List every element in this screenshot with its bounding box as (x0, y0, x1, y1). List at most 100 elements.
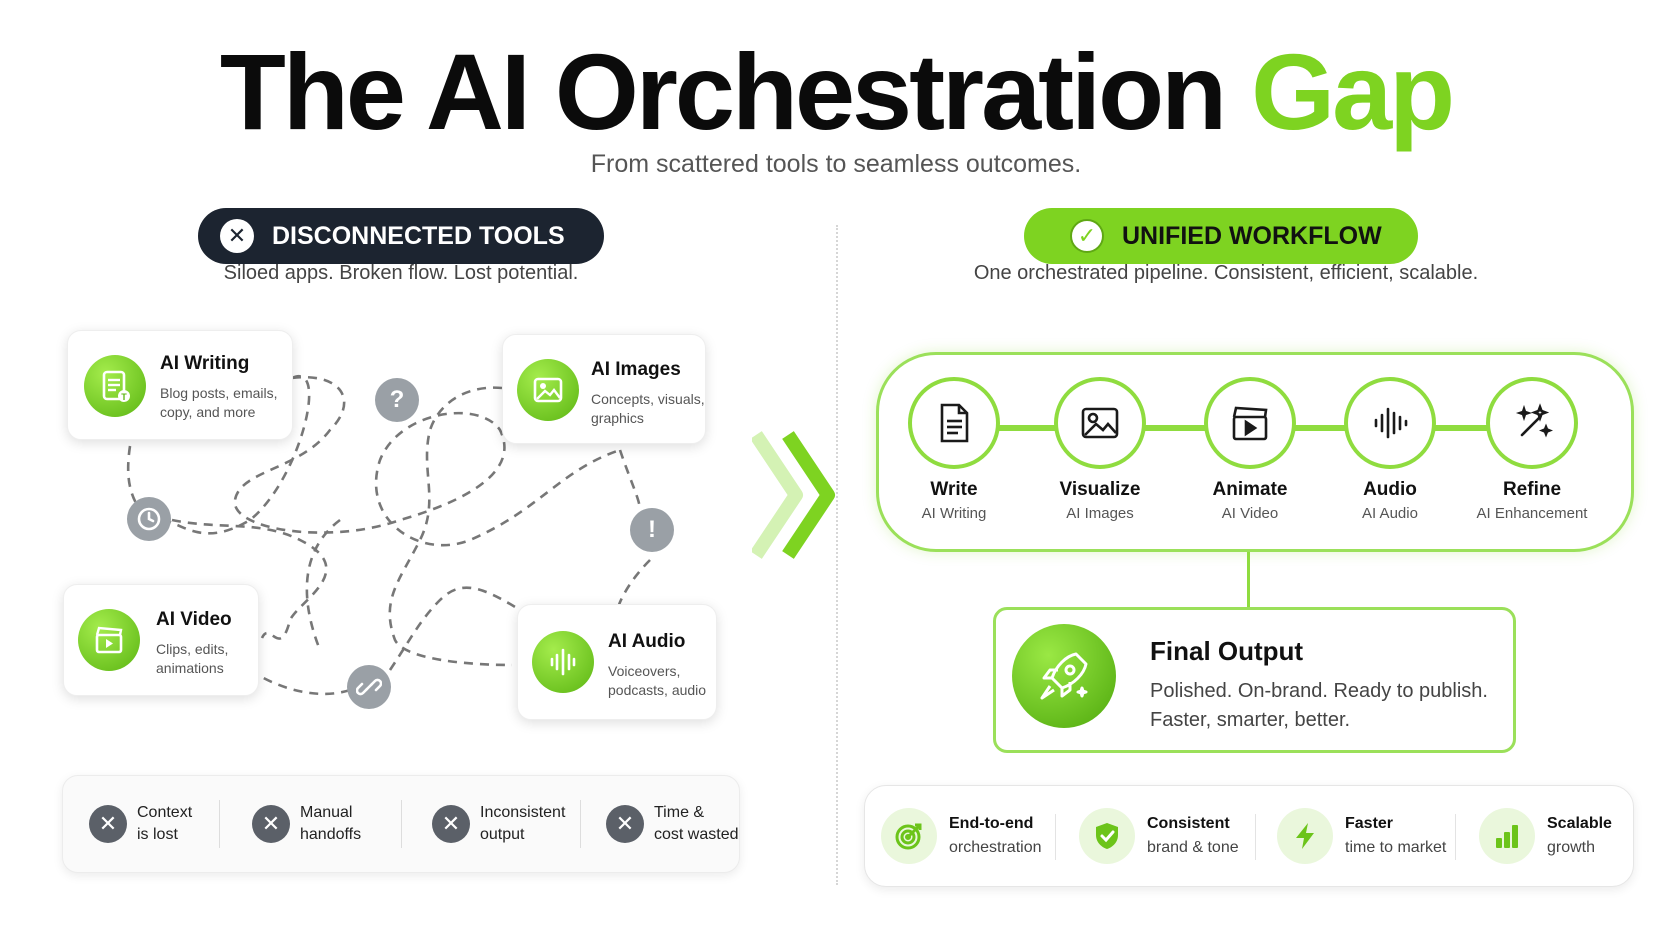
document-icon: T (84, 355, 146, 417)
pipeline-panel: Write AI Writing Visualize AI Images Ani… (876, 352, 1634, 552)
issue-line: handoffs (300, 826, 362, 843)
benefit-title: End-to-end (949, 815, 1034, 832)
image-icon (1054, 377, 1146, 469)
stage-name: Visualize (1059, 479, 1141, 500)
lightning-icon (1277, 808, 1333, 864)
benefit-item: Consistent brand & tone (1079, 808, 1239, 864)
title-main: The AI Orchestration (219, 31, 1227, 152)
tool-desc-line: Voiceovers, (608, 663, 681, 679)
stage-sub: AI Enhancement (1476, 505, 1588, 522)
tool-desc-line: Blog posts, emails, (160, 385, 278, 401)
unified-workflow-badge: ✓ UNIFIED WORKFLOW (1024, 208, 1418, 264)
benefit-text: Scalable growth (1547, 812, 1612, 860)
tool-name: AI Video (156, 609, 232, 630)
final-line: Polished. On-brand. Ready to publish. (1150, 680, 1488, 702)
final-output-card: Final Output Polished. On-brand. Ready t… (993, 607, 1516, 753)
broken-link-icon (347, 665, 391, 709)
x-icon: ✕ (220, 219, 254, 253)
exclamation-icon: ! (630, 508, 674, 552)
stage-name: Write (930, 479, 978, 500)
benefit-divider (1055, 814, 1056, 860)
final-line: Faster, smarter, better. (1150, 709, 1351, 731)
benefit-sub: time to market (1345, 839, 1447, 856)
target-icon (881, 808, 937, 864)
issue-text: Time & cost wasted (654, 802, 754, 846)
tool-desc-line: Clips, edits, (156, 641, 229, 657)
benefit-item: Faster time to market (1277, 808, 1446, 864)
clapperboard-icon (78, 609, 140, 671)
benefit-sub: brand & tone (1147, 839, 1239, 856)
final-output-desc: Polished. On-brand. Ready to publish. Fas… (1150, 677, 1488, 735)
x-circle-icon: ✕ (606, 805, 644, 843)
issue-divider (401, 800, 402, 848)
benefit-title: Scalable (1547, 815, 1612, 832)
tool-desc: Blog posts, emails, copy, and more (160, 384, 278, 422)
tool-desc-line: podcasts, audio (608, 682, 707, 698)
title-accent: Gap (1251, 31, 1455, 152)
stage-visualize: Visualize AI Images (1025, 377, 1175, 522)
disconnected-tools-label: DISCONNECTED TOOLS (272, 221, 565, 250)
tool-desc-line: Concepts, visuals, (591, 391, 705, 407)
tool-name: AI Audio (608, 631, 686, 652)
page-subtitle: From scattered tools to seamless outcome… (590, 150, 1082, 178)
tool-desc-line: animations (156, 660, 224, 676)
benefit-item: End-to-end orchestration (881, 808, 1042, 864)
benefit-item: Scalable growth (1479, 808, 1612, 864)
benefit-title: Consistent (1147, 815, 1230, 832)
issue-line: cost wasted (654, 826, 739, 843)
left-tagline: Siloed apps. Broken flow. Lost potential… (223, 262, 579, 284)
tool-card-ai-images: AI Images Concepts, visuals,graphics (502, 334, 706, 444)
final-output-title: Final Output (1150, 636, 1304, 666)
right-tagline: One orchestrated pipeline. Consistent, e… (973, 262, 1479, 284)
x-circle-icon: ✕ (432, 805, 470, 843)
benefit-text: Consistent brand & tone (1147, 812, 1239, 860)
tool-name: AI Writing (160, 353, 250, 374)
issue-line: Inconsistent (480, 804, 566, 821)
double-chevron-icon (752, 431, 835, 559)
issue-divider (219, 800, 220, 848)
soundwave-icon (1344, 377, 1436, 469)
issue-item: ✕ Time & cost wasted (606, 802, 754, 846)
benefit-title: Faster (1345, 815, 1394, 832)
section-divider (836, 225, 838, 885)
benefit-sub: growth (1547, 839, 1596, 856)
stage-sub: AI Audio (1362, 505, 1418, 522)
shield-check-icon (1079, 808, 1135, 864)
unified-workflow-label: UNIFIED WORKFLOW (1122, 221, 1382, 250)
issue-line: Time & (654, 804, 705, 821)
tool-name: AI Images (591, 359, 681, 380)
x-circle-icon: ✕ (252, 805, 290, 843)
image-icon (517, 359, 579, 421)
benefit-sub: orchestration (949, 839, 1042, 856)
benefit-text: End-to-end orchestration (949, 812, 1042, 860)
stage-name: Audio (1363, 479, 1417, 500)
benefit-text: Faster time to market (1345, 812, 1446, 860)
tool-desc: Clips, edits, animations (156, 640, 228, 678)
svg-text:T: T (121, 392, 127, 402)
stage-write: Write AI Writing (879, 377, 1029, 522)
x-circle-icon: ✕ (89, 805, 127, 843)
tool-desc-line: copy, and more (160, 404, 256, 420)
question-mark-icon: ? (375, 378, 419, 422)
stage-sub: AI Video (1221, 505, 1279, 522)
tool-card-ai-video: AI Video Clips, edits, animations (63, 584, 259, 696)
bar-chart-icon (1479, 808, 1535, 864)
issue-divider (580, 800, 581, 848)
check-icon: ✓ (1070, 219, 1104, 253)
tool-card-ai-writing: T AI Writing Blog posts, emails, copy, an… (67, 330, 293, 440)
document-icon (908, 377, 1000, 469)
pipeline-connector (1247, 552, 1250, 607)
stage-audio: Audio AI Audio (1315, 377, 1465, 522)
stage-refine: Refine AI Enhancement (1457, 377, 1607, 522)
soundwave-icon (532, 631, 594, 693)
tool-desc: Concepts, visuals,graphics (591, 390, 705, 428)
stage-animate: Animate AI Video (1175, 377, 1325, 522)
stage-name: Refine (1502, 479, 1562, 500)
page-title: The AI Orchestration Gap (0, 38, 1672, 146)
